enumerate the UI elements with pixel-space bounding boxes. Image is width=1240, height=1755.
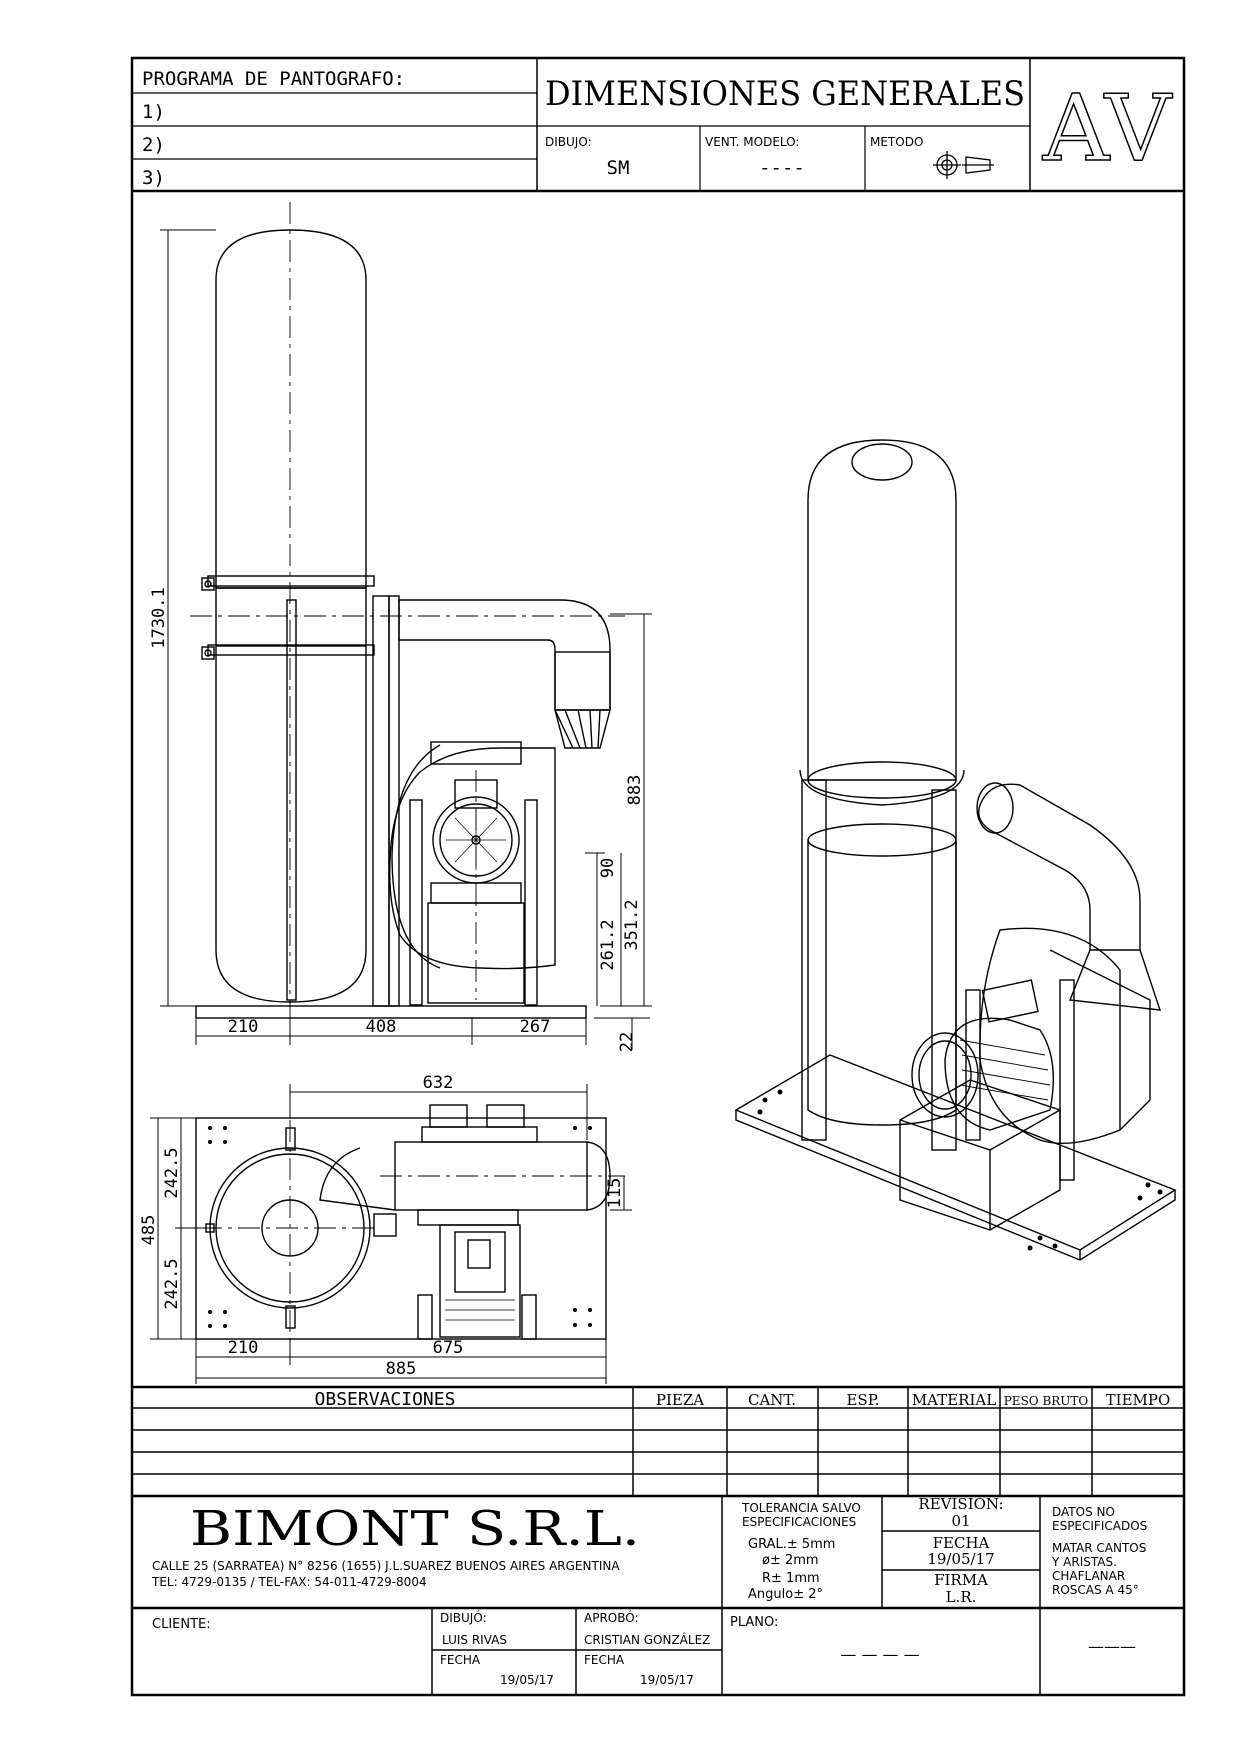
dim-height-90: 90	[598, 858, 618, 878]
dim-top-115: 115	[605, 1178, 625, 1209]
projection-symbol-icon	[933, 151, 994, 179]
drawn-label: DIBUJÓ:	[440, 1610, 487, 1625]
notes-line-2: Y ARISTAS.	[1051, 1555, 1117, 1569]
col-cant: CANT.	[748, 1391, 796, 1409]
company-address: CALLE 25 (SARRATEA) N° 8256 (1655) J.L.S…	[152, 1559, 620, 1573]
revision-value: 01	[951, 1512, 970, 1530]
company-name: BIMONT S.R.L.	[190, 1501, 640, 1557]
dim-top-675: 675	[433, 1338, 464, 1358]
method-label: METODO	[870, 135, 923, 149]
dim-front-210: 210	[228, 1017, 259, 1037]
notes-title-1: DATOS NO	[1052, 1505, 1115, 1519]
approved-date-value: 19/05/17	[640, 1673, 694, 1687]
tolerance-title-1: TOLERANCIA SALVO	[741, 1501, 861, 1515]
revision-date-value: 19/05/17	[927, 1550, 994, 1568]
drawn-value: LUIS RIVAS	[442, 1633, 507, 1647]
tolerance-diameter: ø± 2mm	[762, 1553, 819, 1568]
drawing-title: DIMENSIONES GENERALES	[545, 74, 1025, 114]
dim-front-408: 408	[366, 1017, 397, 1037]
notes-line-4: ROSCAS A 45°	[1052, 1583, 1139, 1597]
col-material: MATERIAL	[912, 1391, 996, 1409]
revision-date-label: FECHA	[933, 1534, 990, 1552]
program-line-2: 2)	[142, 134, 165, 156]
model-label: VENT. MODELO:	[705, 135, 799, 149]
model-value: ----	[759, 157, 805, 179]
front-dimension-lines	[160, 229, 652, 1050]
dim-top-210: 210	[228, 1338, 259, 1358]
approved-label: APROBÓ:	[584, 1610, 639, 1625]
tolerance-radius: R± 1mm	[762, 1571, 820, 1586]
dim-height-261: 261.2	[598, 919, 618, 970]
notes-line-1: MATAR CANTOS	[1052, 1541, 1146, 1555]
plan-label: PLANO:	[730, 1615, 778, 1630]
tolerance-angle: Angulo± 2°	[748, 1587, 823, 1602]
drawn-date-label: FECHA	[440, 1653, 481, 1667]
drawing-value: SM	[607, 157, 630, 179]
client-label: CLIENTE:	[152, 1617, 211, 1632]
company-phone: TEL: 4729-0135 / TEL-FAX: 54-011-4729-80…	[151, 1575, 427, 1589]
dim-front-267: 267	[520, 1017, 551, 1037]
revision-sign-value: L.R.	[946, 1588, 977, 1606]
top-view	[195, 1104, 611, 1340]
dim-top-485: 485	[139, 1215, 159, 1246]
revision-sign-label: FIRMA	[934, 1571, 988, 1589]
approved-date-label: FECHA	[584, 1653, 625, 1667]
dim-total-height: 1730.1	[149, 587, 169, 648]
program-line-1: 1)	[142, 101, 165, 123]
approved-value: CRISTIAN GONZÁLEZ	[584, 1632, 710, 1647]
top-bolt-holes	[208, 1126, 592, 1328]
observations-label: OBSERVACIONES	[315, 1389, 456, 1410]
col-esp: ESP.	[846, 1391, 879, 1409]
company-block-lines	[132, 1496, 1184, 1695]
drawn-date-value: 19/05/17	[500, 1673, 554, 1687]
last-cell-value: ———	[1088, 1637, 1136, 1656]
tolerance-title-2: ESPECIFICACIONES	[742, 1515, 856, 1529]
parts-table	[132, 1385, 1184, 1498]
dim-top-242-upper: 242.5	[162, 1147, 182, 1198]
dim-height-883: 883	[625, 775, 645, 806]
front-view	[195, 229, 611, 1019]
tolerance-general: GRAL.± 5mm	[748, 1537, 835, 1552]
isometric-view	[734, 439, 1177, 1261]
sheet-border	[130, 56, 1186, 1697]
col-tiempo: TIEMPO	[1106, 1391, 1171, 1409]
col-peso-bruto: PESO BRUTO	[1004, 1394, 1089, 1408]
drawing-code: AV	[1042, 75, 1173, 182]
dim-top-885: 885	[386, 1359, 417, 1379]
col-pieza: PIEZA	[656, 1391, 704, 1409]
program-title: PROGRAMA DE PANTOGRAFO:	[142, 68, 405, 90]
isometric-bolt-holes	[757, 1089, 1163, 1251]
top-centerlines	[200, 1120, 625, 1340]
front-centerlines	[190, 202, 625, 1018]
dim-top-242-lower: 242.5	[162, 1258, 182, 1309]
top-dimension-lines	[150, 1084, 632, 1384]
dim-top-632: 632	[423, 1073, 454, 1093]
revision-label: REVISION:	[918, 1495, 1003, 1513]
dim-height-351: 351.2	[622, 899, 642, 950]
program-line-3: 3)	[142, 167, 165, 189]
drawing-label: DIBUJO:	[545, 135, 592, 149]
notes-title-2: ESPECIFICADOS	[1052, 1519, 1147, 1533]
plan-value: — — — —	[840, 1645, 919, 1664]
dim-base-22: 22	[617, 1032, 637, 1052]
notes-line-3: CHAFLANAR	[1052, 1569, 1125, 1583]
title-block-header	[132, 58, 1184, 193]
